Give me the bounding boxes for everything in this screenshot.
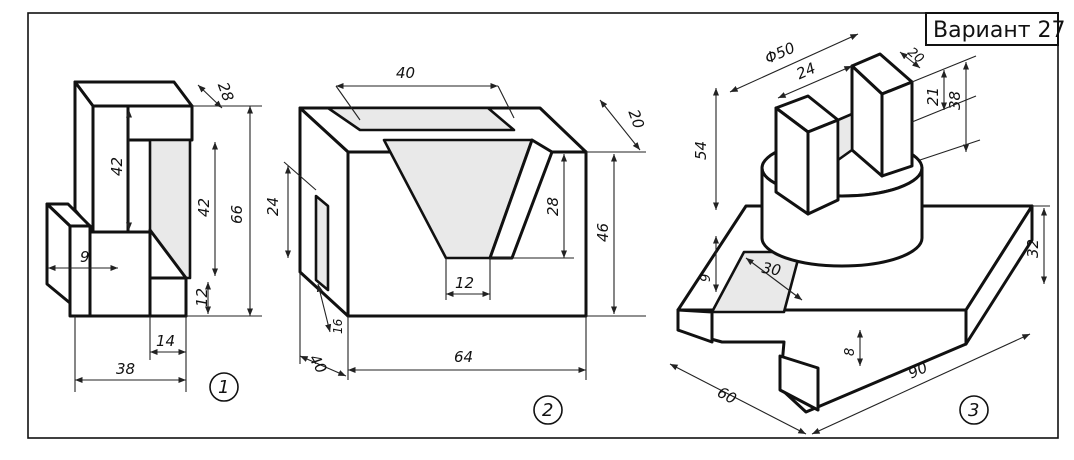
variant-title-box: Вариант 27 bbox=[925, 12, 1066, 46]
fig2-dim-20: 20 bbox=[624, 107, 647, 131]
fig3-dim-8: 8 bbox=[843, 348, 858, 356]
fig3-dim-38: 38 bbox=[946, 91, 964, 110]
fig3-dim-32: 32 bbox=[1024, 239, 1042, 258]
fig3-leg-left bbox=[676, 308, 714, 344]
fig1-dim-12: 12 bbox=[193, 288, 211, 307]
fig3-dim-9: 9 bbox=[699, 274, 714, 282]
fig2-dim-46: 46 bbox=[594, 223, 612, 242]
fig1-lower-block bbox=[148, 276, 188, 318]
fig2-dim-64: 64 bbox=[454, 348, 473, 366]
fig3-dim-30: 30 bbox=[760, 259, 782, 280]
fig2-top-slot bbox=[326, 106, 516, 132]
fig3-fork-left-side bbox=[806, 118, 840, 216]
fig1-left-side bbox=[73, 80, 95, 234]
fig1-dim-9: 9 bbox=[80, 248, 90, 266]
figure-3: Φ50 24 20 21 38 54 9 30 32 8 60 90 3 bbox=[669, 33, 1050, 435]
fig2-dim-40-top: 40 bbox=[396, 64, 415, 82]
fig1-number: 1 bbox=[218, 377, 229, 398]
fig1-dim-28: 28 bbox=[214, 80, 237, 104]
fig2-dim-12: 12 bbox=[455, 274, 474, 292]
fig2-number: 2 bbox=[542, 400, 553, 421]
fig3-dim-21: 21 bbox=[924, 87, 942, 106]
fig1-arm-front bbox=[126, 104, 194, 142]
fig1-step-front bbox=[68, 224, 92, 318]
fig3-dim-60: 60 bbox=[714, 383, 739, 408]
fig1-dim-42b: 42 bbox=[195, 198, 213, 217]
fig1-top-face bbox=[73, 80, 194, 108]
fig3-fork-right-side bbox=[880, 80, 914, 178]
fig2-dim-24: 24 bbox=[264, 197, 282, 216]
fig1-dim-14: 14 bbox=[156, 332, 175, 350]
fig3-fork-slot bbox=[836, 112, 854, 162]
fig3-dim-20: 20 bbox=[904, 45, 926, 67]
fig3-dim-54: 54 bbox=[692, 141, 710, 160]
figure-1: 28 42 42 66 9 12 14 38 1 bbox=[45, 80, 262, 402]
fig2-dim-28: 28 bbox=[544, 197, 562, 216]
figure-2: 40 20 24 28 46 12 16 40 64 2 bbox=[264, 64, 648, 425]
fig3-number: 3 bbox=[968, 400, 979, 421]
variant-label: Вариант 27 bbox=[933, 18, 1066, 43]
fig1-dim-66: 66 bbox=[228, 205, 246, 224]
fig1-dim-42a: 42 bbox=[108, 157, 126, 176]
fig2-dim-16: 16 bbox=[331, 318, 345, 334]
fig3-dim-24: 24 bbox=[794, 59, 819, 83]
fig2-side-slot bbox=[314, 194, 330, 292]
fig3-base-right bbox=[964, 204, 1034, 346]
fig2-dim-40-bottom: 40 bbox=[305, 351, 330, 377]
fig1-dim-38: 38 bbox=[116, 360, 135, 378]
drawing-frame bbox=[27, 12, 1059, 439]
